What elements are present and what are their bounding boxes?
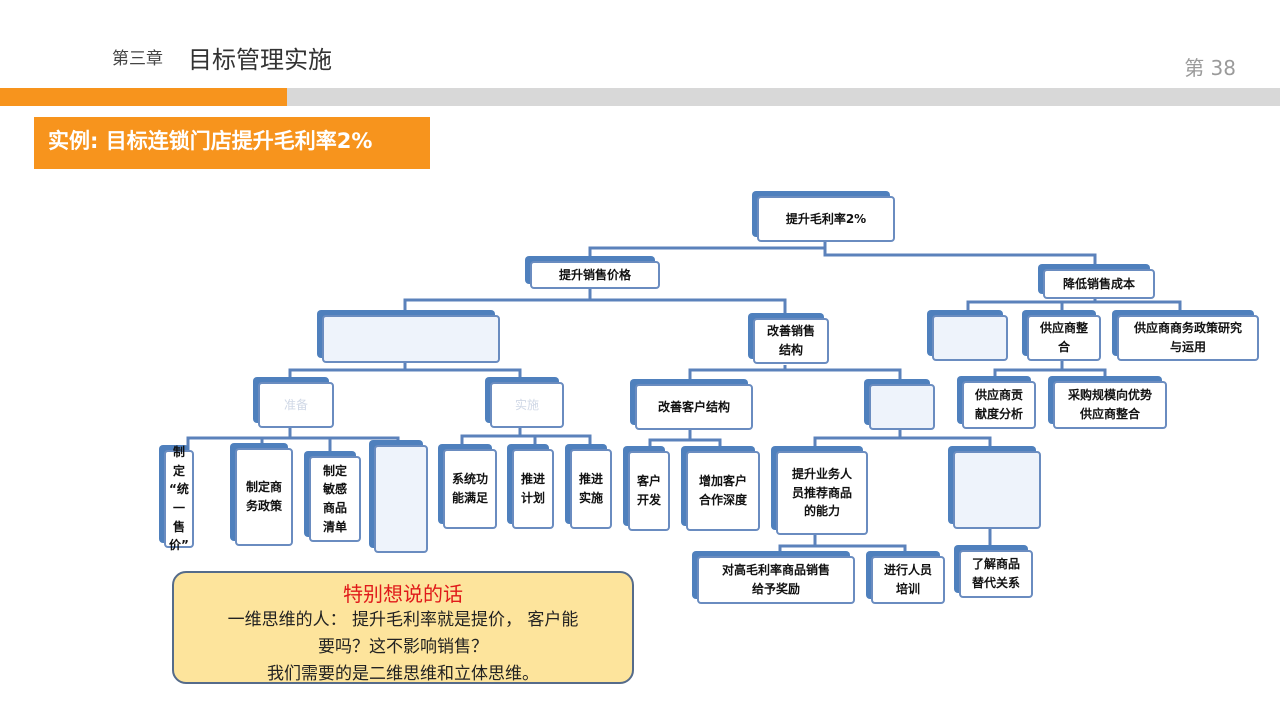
progress-bar-orange xyxy=(0,88,287,106)
node-purchase-scale: 采购规模向优势 供应商整合 xyxy=(1053,381,1167,429)
connector xyxy=(815,544,907,556)
connector xyxy=(778,532,817,556)
connector xyxy=(813,428,902,452)
connector xyxy=(590,298,787,316)
node-empty-structure xyxy=(869,384,935,430)
connector xyxy=(405,368,522,383)
node-empty-prepare xyxy=(374,445,428,553)
node-supplier-policy: 供应商商务政策研究 与运用 xyxy=(1117,315,1259,361)
connector xyxy=(1062,368,1107,382)
node-sales-ability: 提升业务人 员推荐商品 的能力 xyxy=(776,451,868,535)
note-body: 一维思维的人： 提升毛利率就是提价， 客户能 要吗？这不影响销售？ 我们需要的是… xyxy=(227,610,579,684)
node-supplier-consolidate: 供应商整 合 xyxy=(1027,315,1101,361)
node-customer-structure: 改善客户结构 xyxy=(635,384,753,430)
connector xyxy=(900,436,992,452)
node-empty-right xyxy=(953,451,1041,529)
node-deepen-coop: 增加客户 合作深度 xyxy=(686,451,760,531)
connector xyxy=(290,436,400,447)
connector xyxy=(588,240,827,262)
node-improve-structure: 改善销售 结构 xyxy=(753,318,829,364)
connector xyxy=(288,362,407,383)
connector xyxy=(186,428,292,452)
progress-bar-grey xyxy=(287,88,1280,106)
connector xyxy=(260,436,290,448)
connector xyxy=(520,434,537,450)
connector xyxy=(1095,300,1182,315)
node-root: 提升毛利率2% xyxy=(757,196,895,242)
node-empty-cost xyxy=(932,315,1008,361)
connector xyxy=(823,248,1097,270)
node-prepare: 准备 xyxy=(258,382,334,428)
connector xyxy=(690,438,722,452)
note-box: 特别想说的话 一维思维的人： 提升毛利率就是提价， 客户能 要吗？这不影响销售？… xyxy=(172,571,634,684)
connector xyxy=(966,298,1097,315)
node-business-policy: 制定商 务政策 xyxy=(235,448,293,546)
connector xyxy=(785,368,902,385)
node-system-support: 系统功 能满足 xyxy=(443,449,497,529)
connector xyxy=(520,434,592,450)
example-banner: 实例: 目标连锁门店提升毛利率2% xyxy=(34,117,430,169)
node-implement: 实施 xyxy=(490,382,564,428)
node-substitute: 了解商品 替代关系 xyxy=(959,550,1033,598)
chapter-label: 第三章 xyxy=(112,49,163,69)
node-reduce-cost: 降低销售成本 xyxy=(1043,269,1155,299)
node-empty-blank xyxy=(322,315,500,363)
node-customer-dev: 客户 开发 xyxy=(628,451,670,531)
node-raise-price: 提升销售价格 xyxy=(530,261,660,289)
node-push-implement: 推进 实施 xyxy=(570,449,612,529)
connector xyxy=(460,428,522,450)
node-training: 进行人员 培训 xyxy=(871,556,945,604)
node-push-plan: 推进 计划 xyxy=(512,449,554,529)
connector xyxy=(688,365,787,385)
connector xyxy=(1060,300,1095,315)
connector xyxy=(290,436,332,452)
connector xyxy=(648,428,692,452)
node-reward: 对高毛利率商品销售 给予奖励 xyxy=(697,556,855,604)
node-sensitive-list: 制定 敏感 商品 清单 xyxy=(309,456,361,542)
page-number: 第 38 xyxy=(1184,56,1236,80)
note-title: 特别想说的话 xyxy=(343,582,463,606)
node-supplier-contribution: 供应商贡 献度分析 xyxy=(962,381,1036,429)
connector xyxy=(993,358,1064,382)
chapter-title: 目标管理实施 xyxy=(188,46,332,74)
connector xyxy=(403,288,592,316)
node-unified-price: 制定 “统一 售价” xyxy=(164,445,194,552)
